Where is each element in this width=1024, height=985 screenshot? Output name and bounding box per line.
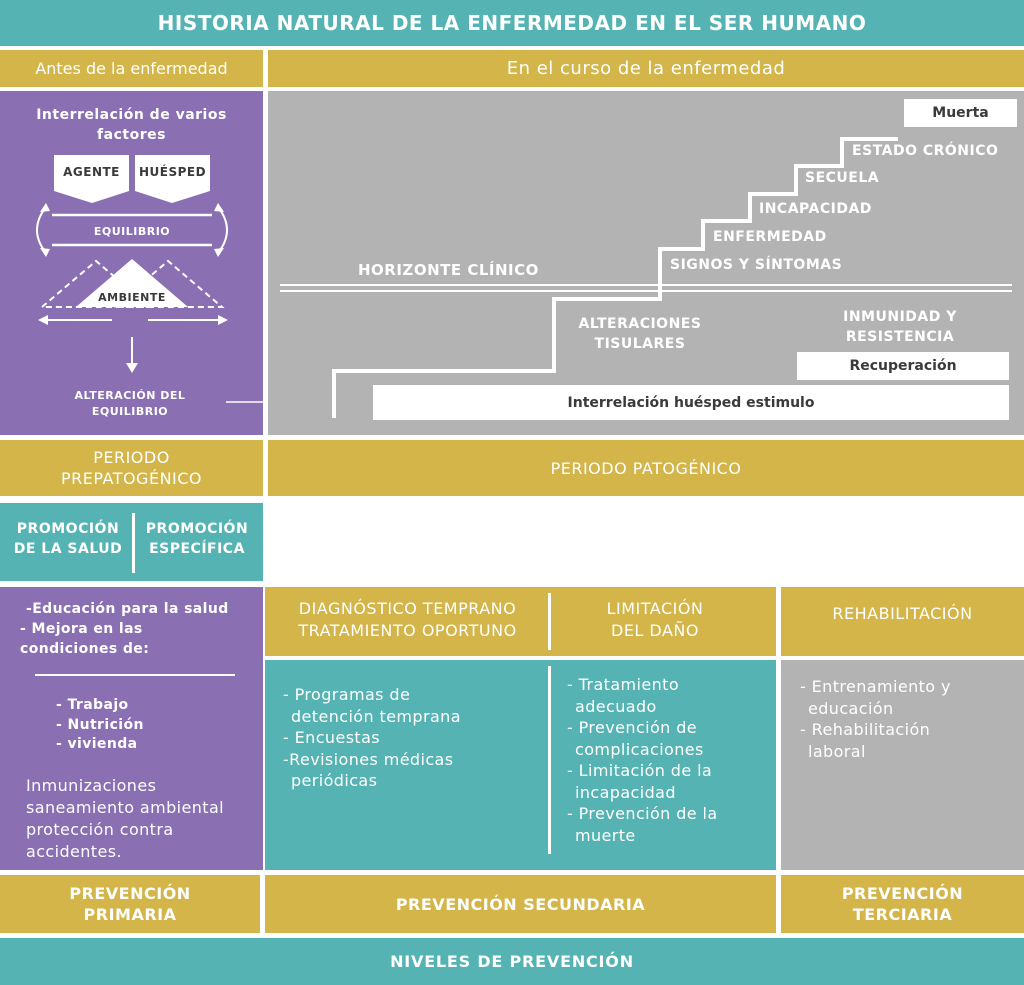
stair-chronic: ESTADO CRÓNICO xyxy=(852,143,999,159)
staircase-path xyxy=(332,137,898,418)
curve-arrow-right xyxy=(217,206,228,254)
stair-disability: INCAPACIDAD xyxy=(759,201,872,217)
immunity-label: INMUNIDAD Y RESISTENCIA xyxy=(843,309,957,345)
header-before: Antes de la enfermedad xyxy=(0,50,263,87)
staircase-diagram xyxy=(280,137,1012,418)
primary-subitems: - Trabajo - Nutrición - vivienda xyxy=(56,696,144,755)
promotion-panel: PROMOCIÓN DE LA SALUD PROMOCIÓN ESPECÍFI… xyxy=(0,503,263,581)
level-tertiary: PREVENCIÓN TERCIARIA xyxy=(781,875,1024,933)
period-patogenic: PERIODO PATOGÉNICO xyxy=(268,440,1024,496)
level-secondary: PREVENCIÓN SECUNDARIA xyxy=(265,875,776,933)
header-before-label: Antes de la enfermedad xyxy=(35,59,228,78)
secondary-panel: - Programas de detención temprana - Encu… xyxy=(265,660,776,870)
clinical-horizon-label: HORIZONTE CLÍNICO xyxy=(358,261,539,279)
tertiary-item: laboral xyxy=(808,741,866,761)
title-text: HISTORIA NATURAL DE LA ENFERMEDAD EN EL … xyxy=(157,11,867,35)
primary-separator xyxy=(35,674,235,676)
limitation-item: - Prevención de xyxy=(567,718,698,737)
equilibrium-diagram xyxy=(36,155,263,403)
primary-extra: Inmunizaciones saneamiento ambiental pro… xyxy=(26,776,224,861)
prepatogenic-panel: Interrelación de varios factores AG xyxy=(0,91,263,435)
limitation-item: complicaciones xyxy=(575,739,704,759)
primary-subitem: - Nutrición xyxy=(56,716,144,733)
promotion-specific: PROMOCIÓN ESPECÍFICA xyxy=(145,521,249,557)
tertiary-item: educación xyxy=(808,698,894,718)
diagnosis-item: periódicas xyxy=(291,771,378,790)
stair-disease: ENFERMEDAD xyxy=(713,229,827,245)
limitation-item: - Tratamiento xyxy=(567,675,680,694)
header-during-label: En el curso de la enfermedad xyxy=(506,58,786,79)
tertiary-item: - Entrenamiento y xyxy=(800,677,951,696)
host-shape xyxy=(135,155,210,203)
factors-heading-line2: factores xyxy=(97,127,166,143)
curve-arrow-left xyxy=(36,206,47,254)
period-prepatogenic: PERIODO PREPATOGÉNICO xyxy=(0,440,263,496)
agent-label: AGENTE xyxy=(63,165,120,179)
environment-triangle xyxy=(76,259,188,307)
limitation-list: - Tratamiento adecuado - Prevención de c… xyxy=(567,674,718,846)
page-title: HISTORIA NATURAL DE LA ENFERMEDAD EN EL … xyxy=(0,0,1024,46)
diagnosis-item: - Encuestas xyxy=(283,728,381,747)
pathogenic-panel: Muerta ESTADO CRÓNICO SECUELA INCAPACIDA… xyxy=(268,91,1024,435)
header-during: En el curso de la enfermedad xyxy=(268,50,1024,87)
balance-label: EQUILIBRIO xyxy=(93,224,171,238)
limitation-item: adecuado xyxy=(575,696,657,716)
primary-item: - Mejora en las xyxy=(20,621,143,637)
tertiary-list: - Entrenamiento y educación - Rehabilita… xyxy=(800,676,951,762)
diagnosis-item: detención temprana xyxy=(291,706,461,726)
primary-items: -Educación para la salud - Mejora en las… xyxy=(20,599,229,659)
promotion-divider xyxy=(132,513,135,573)
limitation-item: - Limitación de la xyxy=(567,761,713,780)
host-label: HUÉSPED xyxy=(138,165,207,179)
primary-subitem: - Trabajo xyxy=(56,697,129,713)
factors-heading: Interrelación de varios factores xyxy=(0,105,263,145)
primary-item: -Educación para la salud xyxy=(26,601,229,617)
limitation-item: muerte xyxy=(575,825,636,845)
tertiary-panel: - Entrenamiento y educación - Rehabilita… xyxy=(781,660,1024,870)
stair-sequel: SECUELA xyxy=(805,170,880,186)
primary-panel: -Educación para la salud - Mejora en las… xyxy=(0,587,263,870)
promotion-health: PROMOCIÓN DE LA SALUD xyxy=(13,521,123,557)
recovery-box: Recuperación xyxy=(797,352,1009,380)
secondary-content-divider xyxy=(548,666,551,854)
secondary-header: DIAGNÓSTICO TEMPRANO TRATAMIENTO OPORTUN… xyxy=(265,587,776,656)
primary-item: condiciones de: xyxy=(20,641,150,657)
death-box: Muerta xyxy=(904,99,1017,127)
interaction-box: Interrelación huésped estimulo xyxy=(373,385,1009,420)
alteration-label: ALTERACIÓN DEL EQUILIBRIO xyxy=(74,389,186,418)
secondary-header-divider xyxy=(548,593,551,650)
diagnosis-list: - Programas de detención temprana - Encu… xyxy=(283,684,461,792)
diagnosis-item: - Programas de xyxy=(283,685,411,704)
tertiary-header: REHABILITACIÓN xyxy=(781,587,1024,656)
limitation-item: - Prevención de la xyxy=(567,804,718,823)
diagnosis-header: DIAGNÓSTICO TEMPRANO TRATAMIENTO OPORTUN… xyxy=(298,599,517,640)
diagnosis-item: -Revisiones médicas xyxy=(283,749,454,769)
limitation-header: LIMITACIÓN DEL DAÑO xyxy=(606,599,704,640)
tertiary-item: - Rehabilitación xyxy=(800,720,931,739)
footer-levels: NIVELES DE PREVENCIÓN xyxy=(0,938,1024,985)
level-primary: PREVENCIÓN PRIMARIA xyxy=(0,875,260,933)
agent-shape xyxy=(54,155,129,203)
factors-heading-line1: Interrelación de varios xyxy=(36,107,227,123)
limitation-item: incapacidad xyxy=(575,782,676,802)
stair-signs: SIGNOS Y SÍNTOMAS xyxy=(670,257,843,273)
tissue-alterations-label: ALTERACIONES TISULARES xyxy=(578,316,702,352)
primary-subitem: - vivienda xyxy=(56,736,138,752)
environment-label: AMBIENTE xyxy=(98,290,166,304)
